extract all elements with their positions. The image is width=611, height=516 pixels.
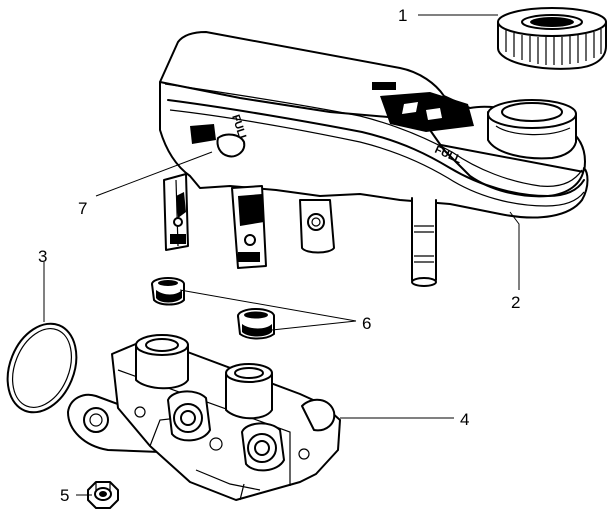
callout-2: 2 bbox=[511, 293, 520, 312]
leader-7 bbox=[95, 151, 213, 197]
callout-5: 5 bbox=[60, 486, 69, 505]
fluid-reservoir: FULL FULL bbox=[159, 31, 589, 287]
o-ring bbox=[6, 322, 78, 414]
callout-3: 3 bbox=[38, 247, 47, 266]
leader-6b bbox=[271, 320, 357, 331]
callout-labels: 1 2 3 4 5 6 7 bbox=[38, 6, 520, 505]
callout-4: 4 bbox=[460, 410, 469, 429]
leader-2 bbox=[509, 211, 520, 290]
callout-6: 6 bbox=[362, 314, 371, 333]
brake-line-port-primary bbox=[167, 390, 211, 442]
sensor-label-block bbox=[372, 82, 474, 132]
reservoir-leg-left bbox=[163, 173, 189, 251]
reservoir-cap bbox=[497, 7, 607, 70]
grommet-left bbox=[151, 277, 185, 306]
nut bbox=[87, 481, 119, 509]
outlet-tube bbox=[411, 197, 437, 287]
callout-7: 7 bbox=[78, 199, 87, 218]
reservoir-leg-middle bbox=[231, 185, 267, 269]
leader-lines bbox=[43, 14, 520, 496]
brake-line-port-secondary bbox=[241, 422, 285, 472]
callout-1: 1 bbox=[398, 6, 407, 25]
reservoir-leg-right bbox=[299, 199, 335, 254]
master-cylinder bbox=[67, 334, 341, 501]
leader-6a bbox=[179, 289, 357, 322]
grommet-right bbox=[237, 308, 275, 340]
